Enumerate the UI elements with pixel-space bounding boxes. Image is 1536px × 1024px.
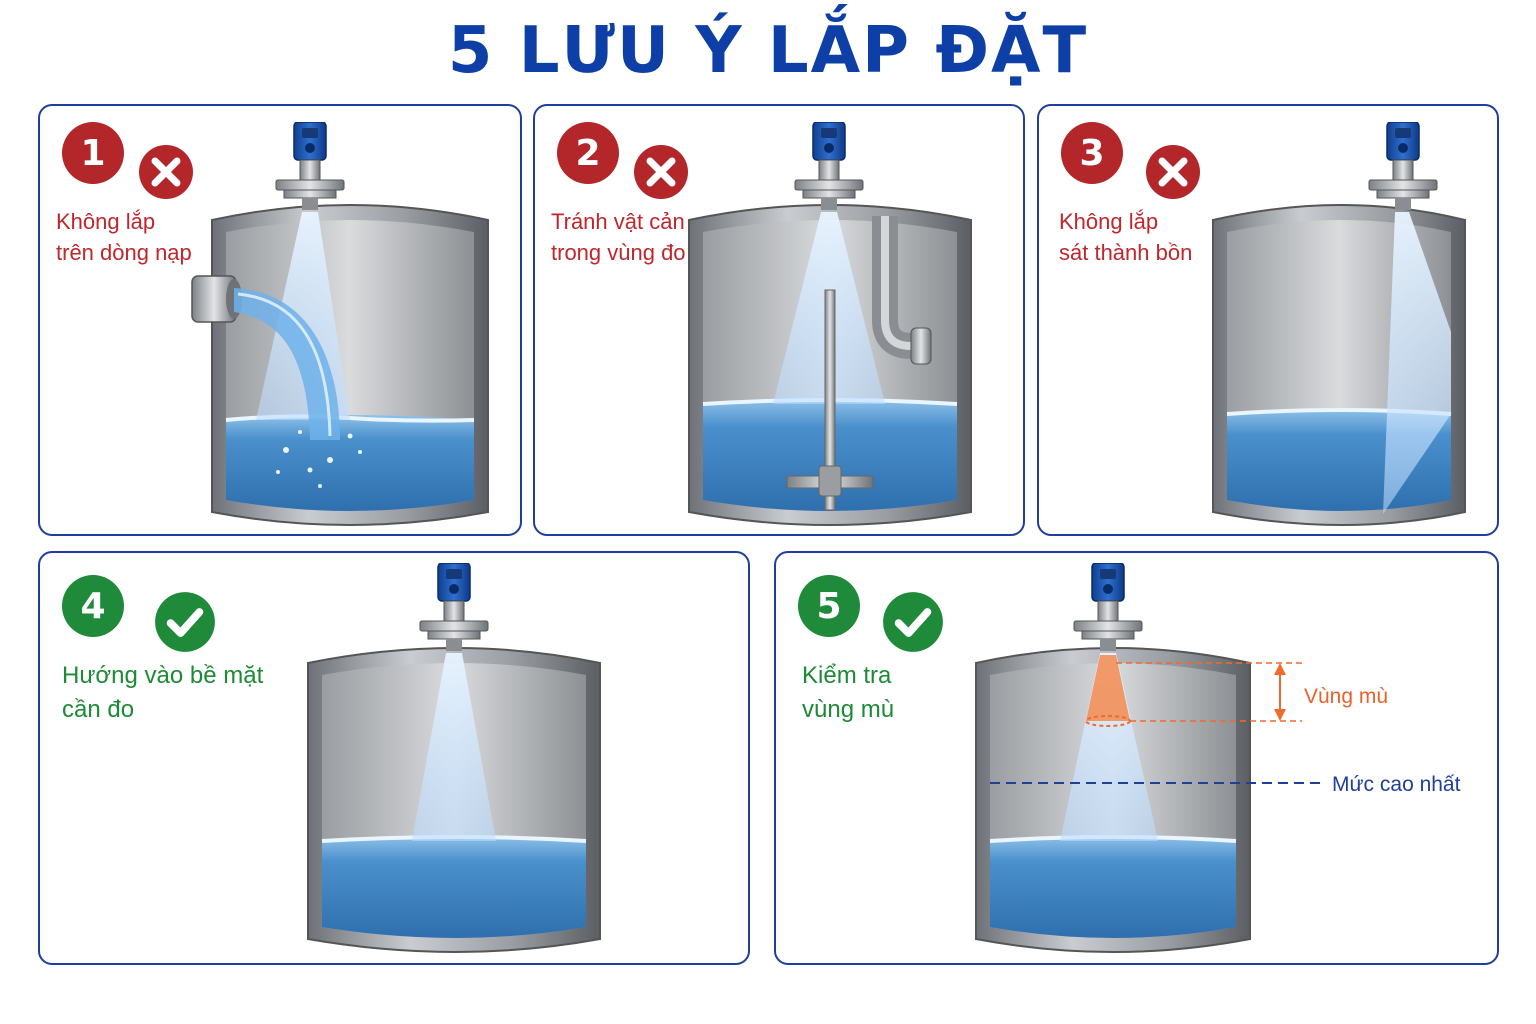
agitator-shaft [824, 289, 836, 511]
step-label-line-1: Không lắp [1059, 209, 1159, 234]
x-icon [634, 145, 688, 199]
step-number-badge: 5 [798, 575, 860, 637]
panel-3-not-near-wall: 3 Không lắp sát thành bồn [1037, 104, 1499, 536]
check-icon [155, 592, 215, 652]
tank-illustration [1212, 122, 1466, 526]
step-label: Hướng vào bề mặt cần đo [62, 659, 263, 727]
step-label: Không lắp sát thành bồn [1059, 206, 1192, 268]
step-label: Không lắp trên dòng nạp [56, 206, 192, 268]
radar-sensor [275, 122, 345, 211]
step-label: Tránh vật cản trong vùng đo [551, 206, 686, 268]
radar-sensor [794, 122, 864, 211]
step-label-line-2: trong vùng đo [551, 240, 686, 265]
step-number-badge: 2 [557, 122, 619, 184]
tank-illustration [688, 122, 972, 526]
check-icon [883, 592, 943, 652]
water [990, 836, 1236, 938]
step-label-line-1: Kiểm tra [802, 662, 892, 689]
step-label-line-2: cần đo [62, 696, 135, 723]
max-level-label: Mức cao nhất [1332, 773, 1461, 796]
inlet-stream [234, 288, 340, 440]
water [226, 415, 474, 511]
step-label-line-2: trên dòng nạp [56, 240, 192, 265]
radar-sensor [419, 563, 489, 652]
ladder-obstacle [718, 249, 770, 510]
step-number-badge: 3 [1061, 122, 1123, 184]
step-label-line-2: sát thành bồn [1059, 240, 1193, 265]
radar-sensor [1368, 122, 1438, 211]
x-icon [139, 145, 193, 199]
x-icon [1146, 145, 1200, 199]
panel-4-face-surface: 4 Hướng vào bề mặt cần đo [38, 551, 750, 965]
blind-zone-cone [1086, 655, 1130, 721]
tank-illustration [307, 563, 601, 953]
tank-illustration [975, 563, 1324, 953]
radar-beam [1060, 653, 1158, 841]
step-number-badge: 4 [62, 575, 124, 637]
panel-1-no-inlet: 1 Không lắp trên dòng nạp [38, 104, 522, 536]
radar-beam [1383, 212, 1451, 514]
step-number-badge: 1 [62, 122, 124, 184]
page-title: 5 LƯU Ý LẮP ĐẶT [447, 14, 1089, 88]
water [322, 836, 586, 938]
panel-2-avoid-obstacles: 2 Tránh vật cản trong vùng đo [533, 104, 1025, 536]
radar-beam [412, 653, 496, 841]
step-label: Kiểm tra vùng mù [802, 659, 894, 727]
panel-5-blind-zone: 5 Kiểm tra vùng mù Vùng mù Mức cao nhất [774, 551, 1499, 965]
radar-sensor [1073, 563, 1143, 652]
step-label-line-1: Hướng vào bề mặt [62, 662, 264, 689]
tank-illustration [191, 122, 489, 526]
step-label-line-1: Tránh vật cản [551, 209, 685, 234]
step-label-line-1: Không lắp [56, 209, 156, 234]
step-label-line-2: vùng mù [802, 696, 895, 723]
blind-zone-label: Vùng mù [1304, 685, 1389, 708]
